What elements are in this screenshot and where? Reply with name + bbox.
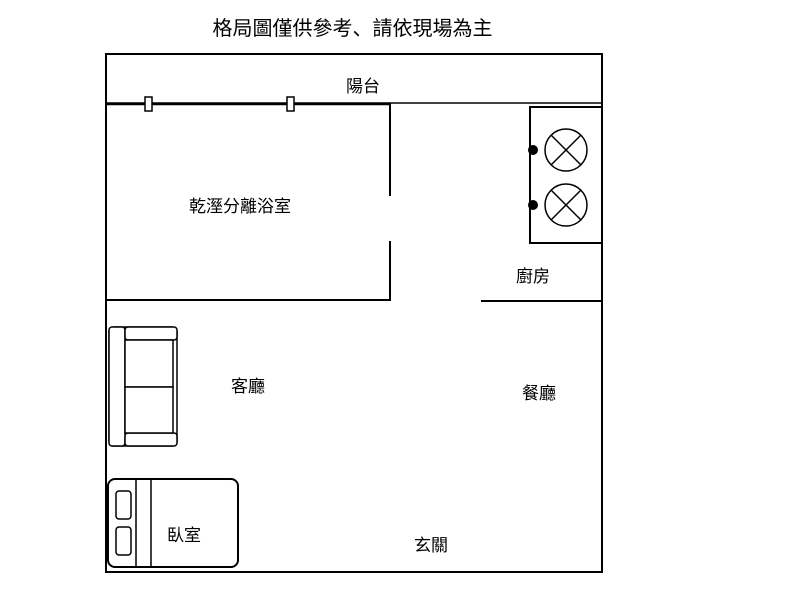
bathroom-walls — [106, 103, 391, 301]
bathroom-label: 乾溼分離浴室 — [189, 197, 291, 217]
stove-icon — [528, 106, 603, 244]
entrance-label: 玄關 — [414, 536, 448, 556]
bedroom-label: 臥室 — [167, 526, 201, 546]
living-room-label: 客廳 — [231, 377, 265, 397]
sliding-door — [106, 96, 390, 112]
dining-room-label: 餐廳 — [522, 384, 556, 404]
sofa-icon — [108, 326, 178, 447]
kitchen-label: 廚房 — [516, 267, 550, 287]
outer-wall — [105, 53, 603, 573]
bed-icon — [107, 478, 239, 568]
balcony-label: 陽台 — [346, 77, 380, 97]
plan-title: 格局圖僅供參考、請依現場為主 — [212, 16, 493, 40]
